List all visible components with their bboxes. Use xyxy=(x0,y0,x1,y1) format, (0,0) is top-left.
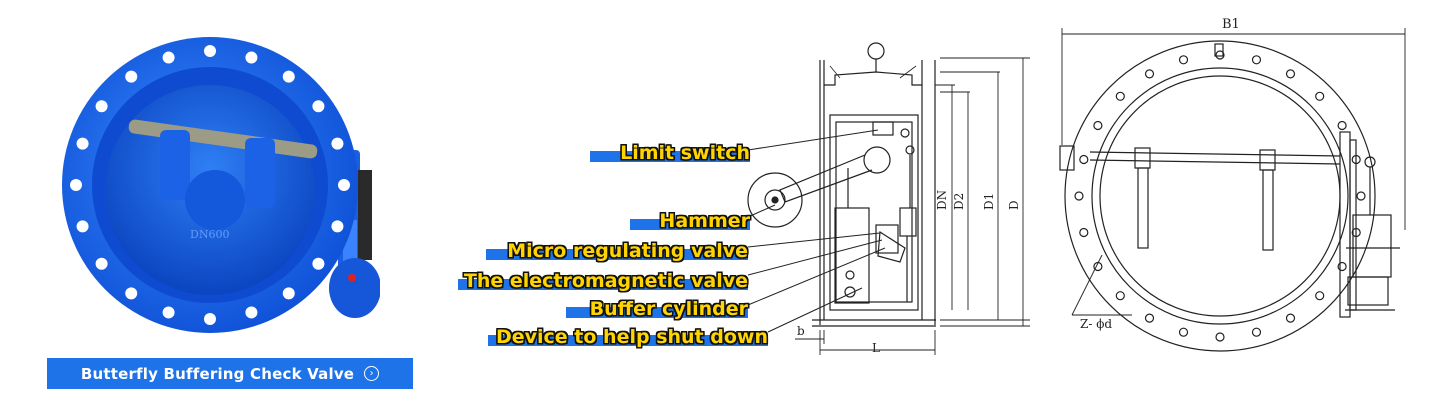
flange-bolt-hole xyxy=(331,220,344,233)
bolt-hole xyxy=(1337,261,1347,272)
flange-bolt-hole xyxy=(95,257,108,270)
product-link-button[interactable]: Butterfly Buffering Check Valve › xyxy=(47,358,413,389)
bolt-hole xyxy=(1079,227,1089,238)
dim-l: L xyxy=(872,341,880,355)
callout-limit-switch: Limit switch xyxy=(590,130,750,164)
valve-disc: DN600 xyxy=(128,119,318,241)
callout-label: Micro regulating valve xyxy=(507,240,748,262)
dimension-lines xyxy=(795,57,1030,355)
bolt-hole xyxy=(1115,91,1125,101)
valve-marking: DN600 xyxy=(190,228,229,241)
electromagnetic-valve-part xyxy=(899,207,917,237)
dim-d: D xyxy=(1007,200,1021,210)
bolt-hole xyxy=(1178,327,1189,337)
lifting-eye xyxy=(867,42,885,60)
bolt-hole xyxy=(1144,69,1155,79)
bolt-hole xyxy=(1356,191,1366,201)
circle-chevron-right-icon: › xyxy=(364,366,380,381)
flange-bolt-hole xyxy=(245,51,258,64)
bolt-hole xyxy=(1315,291,1325,301)
bolt-hole xyxy=(1285,69,1296,79)
bolt-hole xyxy=(1144,313,1155,323)
bolt-hole xyxy=(1337,120,1347,131)
dim-b: b xyxy=(797,324,805,338)
flange-bolt-hole xyxy=(162,306,175,319)
product-link-label: Butterfly Buffering Check Valve xyxy=(80,364,355,383)
front-view-drawing: B1 Z- ϕd xyxy=(1059,17,1406,352)
flange-outer xyxy=(1064,40,1376,352)
callout-label: Limit switch xyxy=(620,142,750,164)
flange-bolt-hole xyxy=(162,51,175,64)
flange-bolt-hole xyxy=(125,287,138,300)
flange-bolt-hole xyxy=(282,287,295,300)
product-photo: DN600 xyxy=(62,37,380,333)
flange-bolt-hole xyxy=(95,100,108,113)
dim-b1-line xyxy=(1061,28,1406,230)
dim-d1: D1 xyxy=(982,193,996,210)
dim-dn: DN xyxy=(935,190,949,210)
callout-micro-regulating-valve: Micro regulating valve xyxy=(486,228,748,262)
callout-electromagnetic-valve: The electromagnetic valve xyxy=(458,258,748,292)
flange-bolt-hole xyxy=(204,313,216,325)
hammer-pivot xyxy=(863,146,891,174)
bolt-hole xyxy=(1315,91,1325,101)
flange-bolt-hole xyxy=(338,179,350,191)
callout-shut-down-device: Device to help shut down xyxy=(488,314,768,348)
bolt-hole xyxy=(1251,327,1262,337)
flange-bolt-hole xyxy=(76,220,89,233)
callout-label: Hammer xyxy=(659,210,750,232)
dim-b1: B1 xyxy=(1222,17,1240,32)
flange-bolt-hole xyxy=(312,257,325,270)
flange-bolt-hole xyxy=(312,100,325,113)
flange-bolt-hole xyxy=(125,70,138,83)
buffer-cylinder-part xyxy=(834,207,870,304)
flange-bolt-hole xyxy=(204,45,216,57)
callout-label: The electromagnetic valve xyxy=(463,270,748,292)
body-top xyxy=(823,60,923,86)
bolt-hole xyxy=(1251,55,1262,65)
bolt-hole xyxy=(1285,313,1296,323)
bolt-hole xyxy=(1074,191,1084,201)
bolt-hole xyxy=(1215,332,1225,342)
callout-label: Buffer cylinder xyxy=(589,298,748,320)
flange-bolt-hole xyxy=(282,70,295,83)
dim-holes: Z- ϕd xyxy=(1080,317,1112,331)
flange-bolt-hole xyxy=(70,179,82,191)
flange-bolt-hole xyxy=(245,306,258,319)
bolt-hole xyxy=(1215,50,1225,60)
bolt-hole xyxy=(1093,120,1103,131)
flange-bolt-hole xyxy=(331,137,344,150)
front-actuator xyxy=(1339,131,1400,318)
dim-d2: D2 xyxy=(952,193,966,210)
bolt-hole xyxy=(1079,154,1089,165)
bolt-hole xyxy=(1178,55,1189,65)
callout-label: Device to help shut down xyxy=(495,326,768,348)
callout-buffer-cylinder: Buffer cylinder xyxy=(566,286,748,320)
hammer-weight xyxy=(747,172,803,228)
flange-bolt-hole xyxy=(76,137,89,150)
callout-hammer: Hammer xyxy=(630,198,750,232)
limit-switch-part xyxy=(872,121,894,136)
bolt-hole xyxy=(1115,291,1125,301)
bolt-holes xyxy=(1074,50,1366,342)
